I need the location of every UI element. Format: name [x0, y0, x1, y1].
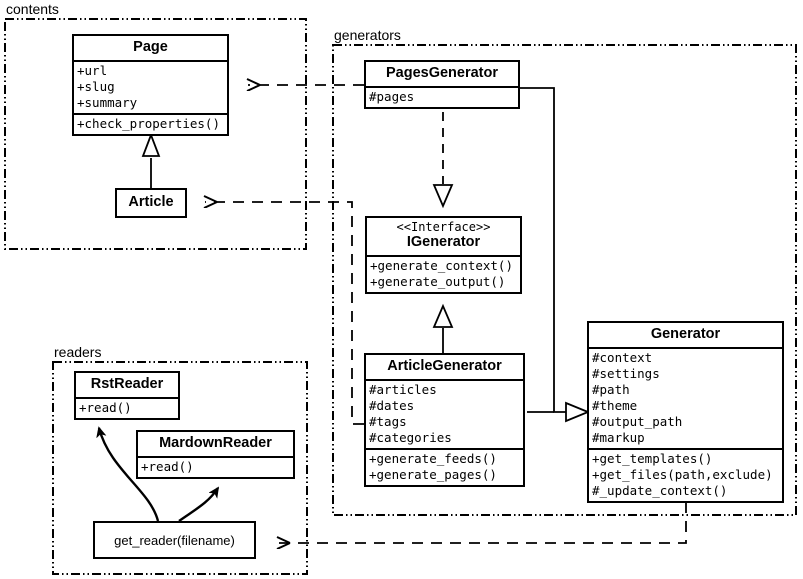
class-attribute: #path: [592, 382, 630, 397]
class-title-page: Page: [133, 39, 168, 55]
class-operations-article-generator: +generate_feeds() +generate_pages(): [366, 448, 523, 485]
class-box-generator[interactable]: Generator #context #settings #path #them…: [587, 321, 784, 503]
class-title-igenerator: IGenerator: [406, 234, 481, 250]
class-attribute: +url: [77, 63, 108, 78]
class-attributes-page: +url +slug +summary: [74, 60, 227, 113]
class-box-igenerator[interactable]: <<Interface>> IGenerator +generate_conte…: [365, 216, 522, 294]
class-operation: +get_files(path,exclude): [592, 467, 773, 482]
class-title-pages-generator: PagesGenerator: [385, 65, 499, 81]
class-box-pages-generator[interactable]: PagesGenerator #pages: [364, 60, 520, 109]
relation-articlegenerator-generalizes-igenerator: [432, 303, 454, 356]
class-attributes-article-generator: #articles #dates #tags #categories: [366, 379, 523, 448]
class-box-page[interactable]: Page +url +slug +summary +check_properti…: [72, 34, 229, 136]
class-operations-mardown-reader: +read(): [138, 456, 293, 477]
relation-article-generalizes-page: [141, 132, 161, 188]
class-operations-igenerator: +generate_context() +generate_output(): [367, 255, 520, 292]
class-title-article: Article: [128, 194, 174, 210]
class-operation: +generate_feeds(): [369, 451, 497, 466]
class-attributes-pages-generator: #pages: [366, 86, 518, 107]
class-attribute: +summary: [77, 95, 138, 110]
class-operations-rst-reader: +read(): [76, 397, 178, 418]
class-attributes-generator: #context #settings #path #theme #output_…: [589, 347, 782, 448]
class-box-mardown-reader[interactable]: MardownReader +read(): [136, 430, 295, 479]
class-operation: +generate_pages(): [369, 467, 497, 482]
package-frame-contents: [4, 18, 307, 250]
class-attribute: #context: [592, 350, 653, 365]
class-title-article-generator: ArticleGenerator: [387, 358, 502, 374]
class-attribute: #output_path: [592, 414, 683, 429]
package-frame-generators: [332, 44, 797, 516]
relation-generator-depends-on-getreader: [278, 502, 687, 543]
class-operation: +generate_context(): [370, 258, 513, 273]
class-operation: +read(): [79, 400, 132, 415]
relation-pagesgenerator-realizes-igenerator: [432, 112, 454, 209]
class-operations-generator: +get_templates() +get_files(path,exclude…: [589, 448, 782, 501]
class-operation: +check_properties(): [77, 116, 220, 131]
class-attribute: #dates: [369, 398, 415, 413]
package-label-generators: generators: [334, 27, 401, 43]
class-operations-page: +check_properties(): [74, 113, 227, 134]
class-box-rst-reader[interactable]: RstReader +read(): [74, 371, 180, 420]
class-attribute: #markup: [592, 430, 645, 445]
relation-articlegenerator-depends-on-article: [205, 202, 364, 425]
class-operation: #_update_context(): [592, 483, 728, 498]
class-box-article-generator[interactable]: ArticleGenerator #articles #dates #tags …: [364, 353, 525, 487]
package-frame-readers: [52, 361, 308, 575]
class-attribute: #pages: [369, 89, 415, 104]
function-box-get-reader[interactable]: get_reader(filename): [93, 521, 256, 559]
class-title-generator: Generator: [650, 326, 721, 342]
class-title-rst-reader: RstReader: [90, 376, 164, 392]
class-operation: +read(): [141, 459, 194, 474]
function-label-get-reader: get_reader(filename): [114, 532, 235, 548]
class-attribute: #articles: [369, 382, 437, 397]
relation-getreader-creates-mardownreader: [178, 488, 218, 522]
class-title-mardown-reader: MardownReader: [159, 435, 272, 451]
class-attribute: #settings: [592, 366, 660, 381]
class-attribute: #tags: [369, 414, 407, 429]
class-box-article[interactable]: Article: [115, 188, 187, 218]
class-attribute: +slug: [77, 79, 115, 94]
class-operation: +generate_output(): [370, 274, 506, 289]
relation-generators-generalize-generator: [520, 87, 591, 423]
package-label-contents: contents: [6, 1, 59, 17]
class-attribute: #theme: [592, 398, 638, 413]
class-stereotype-igenerator: <<Interface>>: [396, 220, 491, 234]
class-operation: +get_templates(): [592, 451, 713, 466]
package-label-readers: readers: [54, 344, 102, 360]
relation-getreader-creates-rstreader: [99, 428, 160, 522]
class-attribute: #categories: [369, 430, 452, 445]
